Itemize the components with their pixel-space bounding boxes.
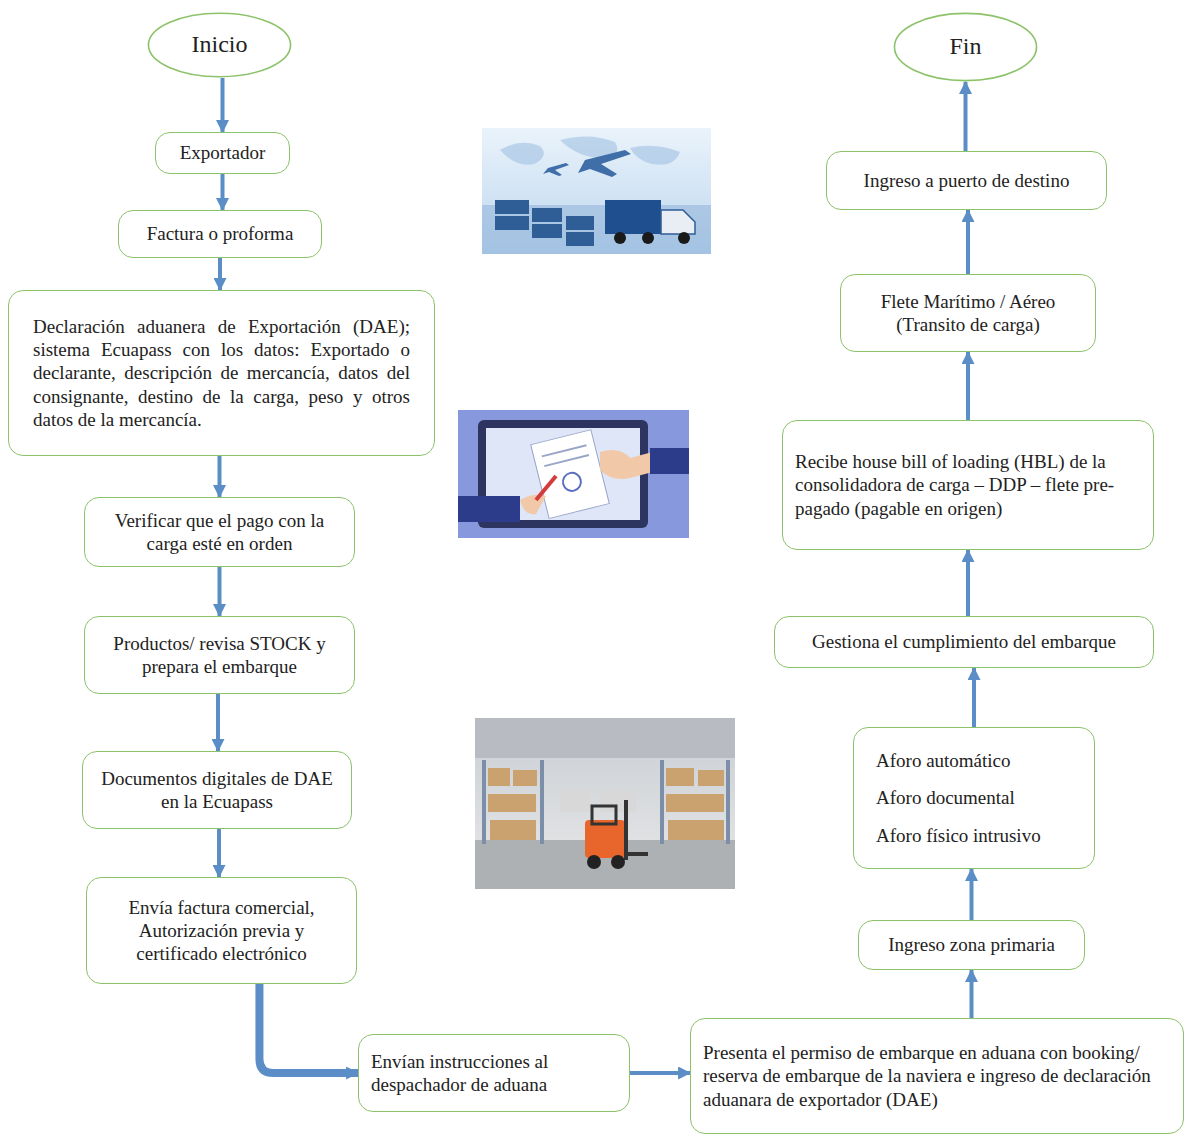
- node-text: Aforo automático: [876, 749, 1072, 772]
- node-text: Factura o proforma: [131, 222, 309, 245]
- flow-arrow: [966, 550, 970, 616]
- node-text: Aforo físico intrusivo: [876, 824, 1072, 847]
- process-box: Documentos digitales de DAE en la Ecuapa…: [82, 751, 352, 829]
- process-box: Declaración aduanera de Exportación (DAE…: [8, 290, 435, 456]
- flow-arrow: [221, 78, 225, 132]
- picture-ground: [458, 410, 689, 538]
- node-text: Ingreso a puerto de destino: [839, 169, 1094, 192]
- flow-arrow: [221, 174, 225, 210]
- node-text: Documentos digitales de DAE en la Ecuapa…: [95, 767, 339, 813]
- flow-arrow: [964, 82, 968, 151]
- process-box: Verificar que el pago con la carga esté …: [84, 497, 355, 567]
- process-box: Exportador: [155, 132, 290, 174]
- node-text: Envía factura comercial, Autorización pr…: [99, 896, 344, 966]
- node-text: Productos/ revisa STOCK y prepara el emb…: [97, 632, 342, 678]
- warehouse-illustration: [475, 718, 735, 889]
- picture-ground: [482, 128, 711, 254]
- terminal-ellipse: Fin: [893, 12, 1038, 82]
- document-illustration: [458, 410, 689, 538]
- process-box: Gestiona el cumplimiento del embarque: [774, 616, 1154, 668]
- node-text: Envían instrucciones al despachador de a…: [371, 1050, 617, 1096]
- flow-arrow: [217, 829, 221, 877]
- flow-arrow: [970, 869, 974, 920]
- process-box: Aforo automáticoAforo documentalAforo fí…: [853, 727, 1095, 869]
- node-text: Aforo documental: [876, 786, 1072, 809]
- terminal-ellipse: Inicio: [147, 12, 292, 78]
- forklift-icon: [585, 800, 648, 869]
- node-text: Flete Marítimo / Aéreo (Transito de carg…: [853, 290, 1083, 336]
- flow-arrow: [970, 970, 974, 1018]
- picture-ground: [475, 718, 735, 889]
- node-text: Gestiona el cumplimiento del embarque: [787, 630, 1141, 653]
- node-text: Declaración aduanera de Exportación (DAE…: [33, 315, 410, 431]
- node-text: Inicio: [192, 30, 248, 59]
- flow-arrow: [218, 258, 222, 290]
- flow-arrow: [259, 984, 358, 1073]
- process-box: Factura o proforma: [118, 210, 322, 258]
- process-box: Recibe house bill of loading (HBL) de la…: [782, 420, 1154, 550]
- process-box: Envía factura comercial, Autorización pr…: [86, 877, 357, 984]
- node-text: Presenta el permiso de embarque en aduan…: [703, 1041, 1171, 1111]
- document-icon: [531, 430, 610, 519]
- flow-arrow: [630, 1071, 690, 1075]
- truck-icon: [605, 200, 695, 244]
- flow-arrow: [218, 456, 222, 497]
- node-text: Exportador: [168, 141, 277, 164]
- transport-illustration: [482, 128, 711, 254]
- flow-arrow: [216, 694, 220, 751]
- node-text: Verificar que el pago con la carga esté …: [97, 509, 342, 555]
- process-box: Presenta el permiso de embarque en aduan…: [690, 1018, 1184, 1134]
- process-box: Ingreso a puerto de destino: [826, 151, 1107, 210]
- process-box: Productos/ revisa STOCK y prepara el emb…: [84, 616, 355, 694]
- node-text: Ingreso zona primaria: [871, 933, 1072, 956]
- process-box: Envían instrucciones al despachador de a…: [358, 1034, 630, 1112]
- flow-arrow: [966, 352, 970, 420]
- process-box: Flete Marítimo / Aéreo (Transito de carg…: [840, 274, 1096, 352]
- flow-arrow: [972, 668, 976, 727]
- flow-arrow: [966, 210, 970, 274]
- plane-icon: [578, 150, 631, 177]
- node-text: Fin: [949, 32, 981, 61]
- process-box: Ingreso zona primaria: [858, 920, 1085, 970]
- flow-arrow: [218, 567, 222, 616]
- node-text: Recibe house bill of loading (HBL) de la…: [795, 450, 1141, 520]
